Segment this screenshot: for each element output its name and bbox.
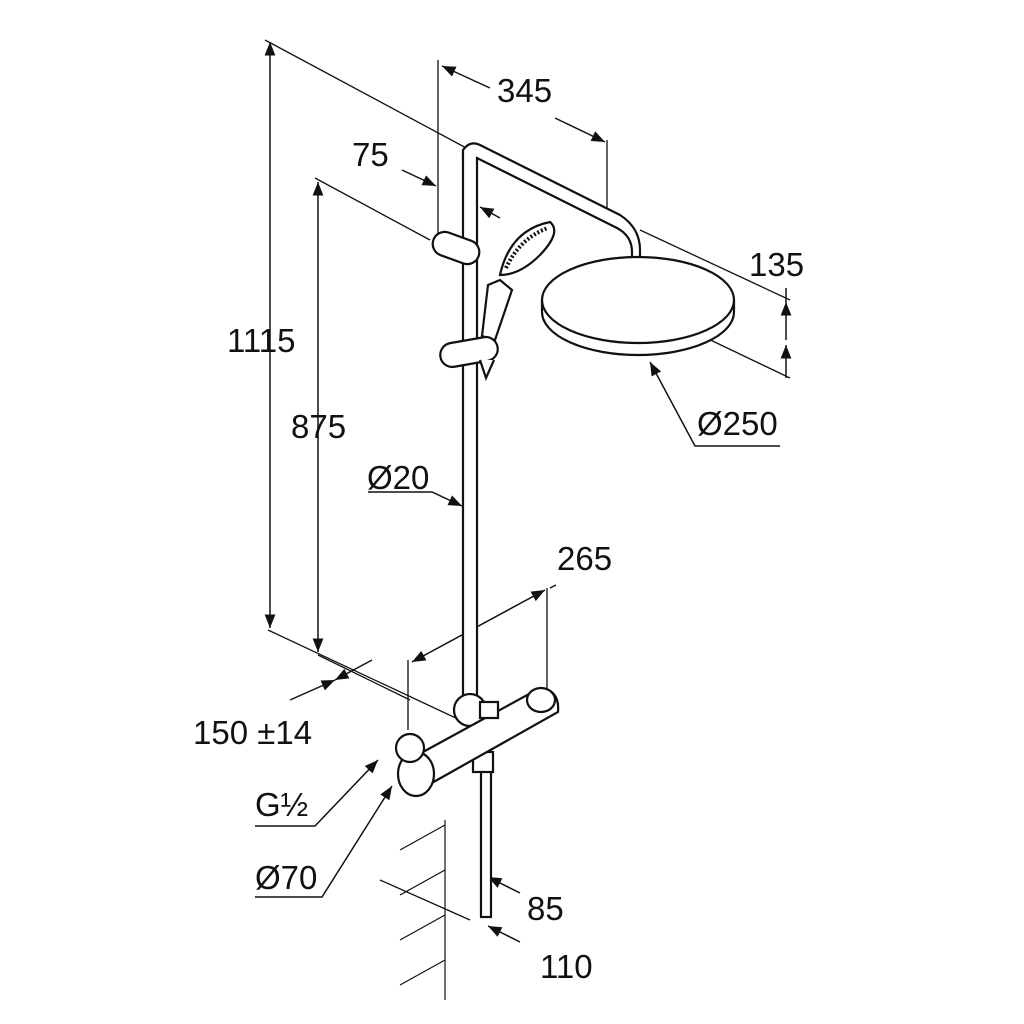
dim-arm-reach: 345: [497, 72, 553, 109]
dim-depth-110: 110: [540, 948, 593, 985]
extension-lines: [264, 39, 791, 921]
dim-mixer-diameter: Ø70: [255, 859, 318, 896]
wall-hatch: [399, 820, 446, 1000]
dim-thread: G½: [255, 786, 309, 823]
riser-rail: [461, 142, 642, 717]
dim-mixer-width: 265: [557, 540, 613, 577]
dim-head-height: 135: [749, 246, 805, 283]
dim-rail-height: 875: [291, 408, 347, 445]
thermostat-mixer: [394, 686, 560, 919]
dim-total-height: 1115: [227, 322, 296, 359]
overhead-shower: [540, 255, 736, 357]
dim-depth-85: 85: [527, 890, 564, 927]
dim-handshower-offset: 75: [352, 136, 389, 173]
dim-connection-spacing: 150 ±14: [193, 714, 313, 751]
dimension-arrows: [255, 42, 792, 943]
dim-rail-diameter: Ø20: [367, 459, 430, 496]
dim-head-diameter: Ø250: [697, 405, 778, 442]
hand-shower: [431, 220, 556, 382]
